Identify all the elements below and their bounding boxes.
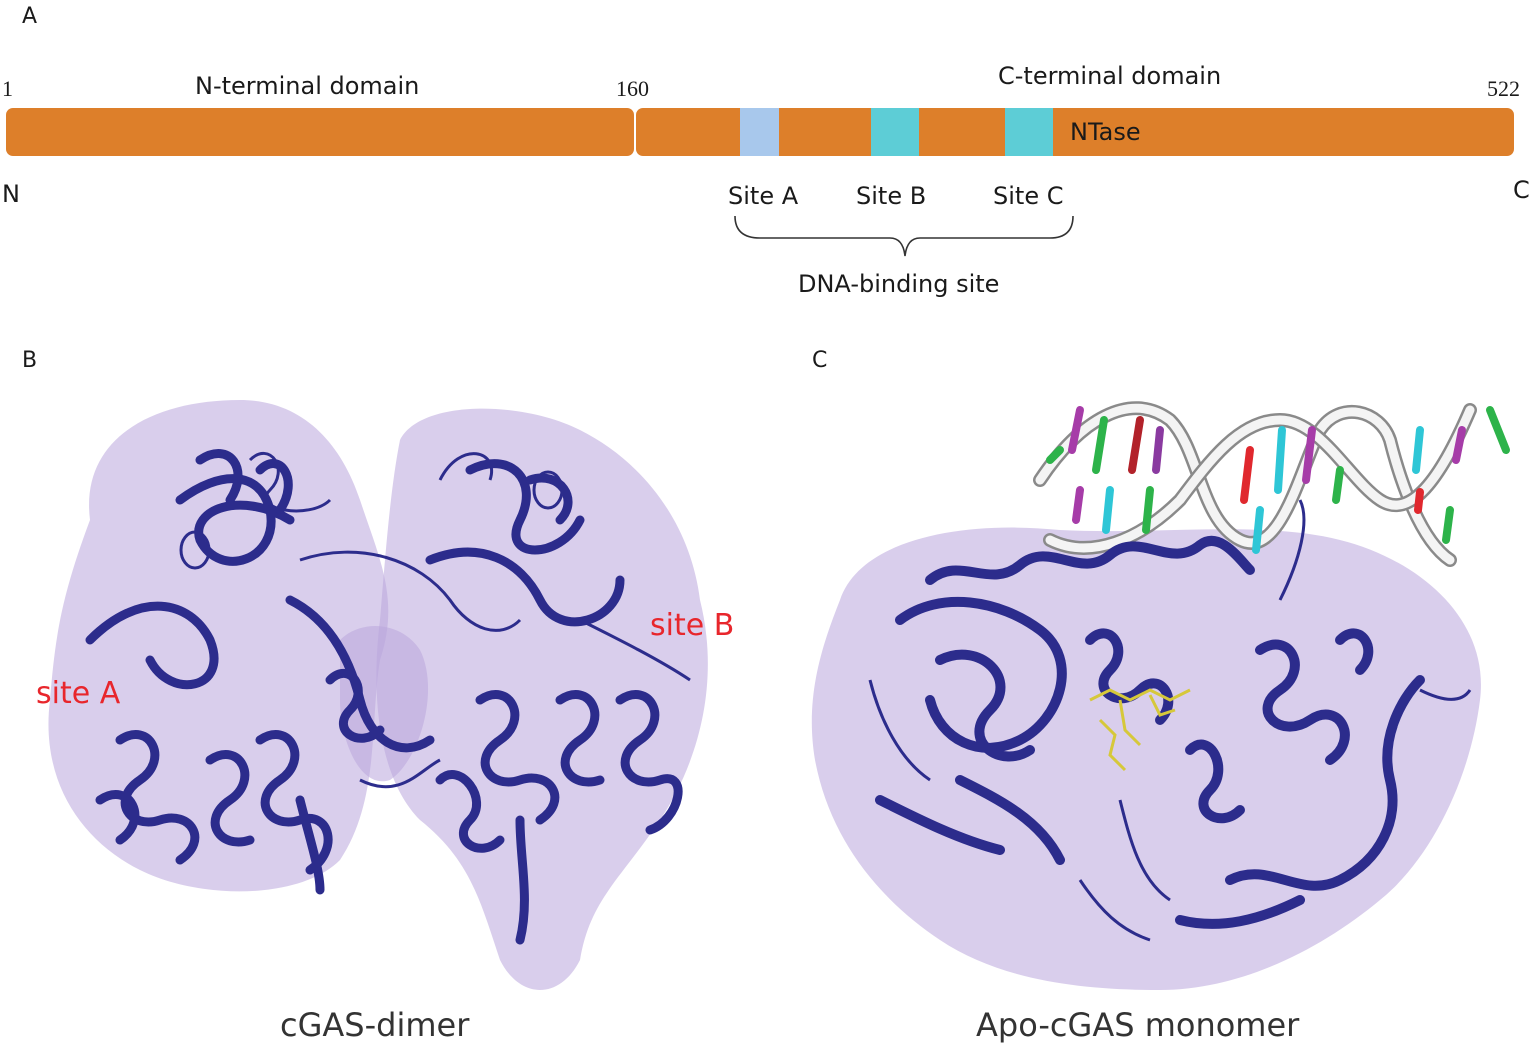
site-a-segment bbox=[740, 108, 779, 156]
site-a-marker: site A bbox=[36, 676, 121, 711]
monomer-surface bbox=[811, 527, 1481, 990]
position-start: 1 bbox=[2, 76, 13, 101]
cgas-dimer-caption: cGAS-dimer bbox=[280, 1006, 470, 1044]
dimer-ribbons bbox=[85, 449, 683, 945]
site-a-label: Site A bbox=[728, 182, 799, 210]
ligand-sticks bbox=[1089, 688, 1191, 772]
site-c-segment bbox=[1005, 108, 1053, 156]
position-end: 522 bbox=[1487, 76, 1520, 101]
panel-label-b: B bbox=[22, 348, 38, 373]
c-terminus-label: C bbox=[1513, 176, 1530, 204]
dna-bases bbox=[1046, 406, 1510, 554]
dna-binding-brace bbox=[734, 215, 1074, 257]
apo-cgas-monomer-caption: Apo-cGAS monomer bbox=[976, 1006, 1300, 1044]
site-b-label: Site B bbox=[856, 182, 927, 210]
site-c-label: Site C bbox=[993, 182, 1064, 210]
c-terminal-domain-bar bbox=[636, 108, 1514, 156]
site-b-segment bbox=[871, 108, 919, 156]
site-b-marker: site B bbox=[650, 608, 735, 643]
dna-backbone bbox=[1033, 401, 1477, 567]
n-terminus-label: N bbox=[2, 180, 20, 208]
panel-label-a: A bbox=[22, 4, 38, 29]
n-terminal-domain-label: N-terminal domain bbox=[195, 72, 420, 100]
dna-binding-site-label: DNA-binding site bbox=[798, 270, 1000, 298]
monomer-ribbons bbox=[875, 535, 1425, 929]
n-terminal-domain-bar bbox=[6, 108, 634, 156]
monomer-coils bbox=[868, 499, 1472, 942]
dimer-helix-rings bbox=[179, 470, 564, 570]
position-boundary: 160 bbox=[616, 76, 649, 101]
c-terminal-domain-label: C-terminal domain bbox=[998, 62, 1222, 90]
panel-label-c: C bbox=[812, 348, 828, 373]
dimer-coils bbox=[248, 452, 691, 789]
ntase-label: NTase bbox=[1070, 118, 1141, 146]
